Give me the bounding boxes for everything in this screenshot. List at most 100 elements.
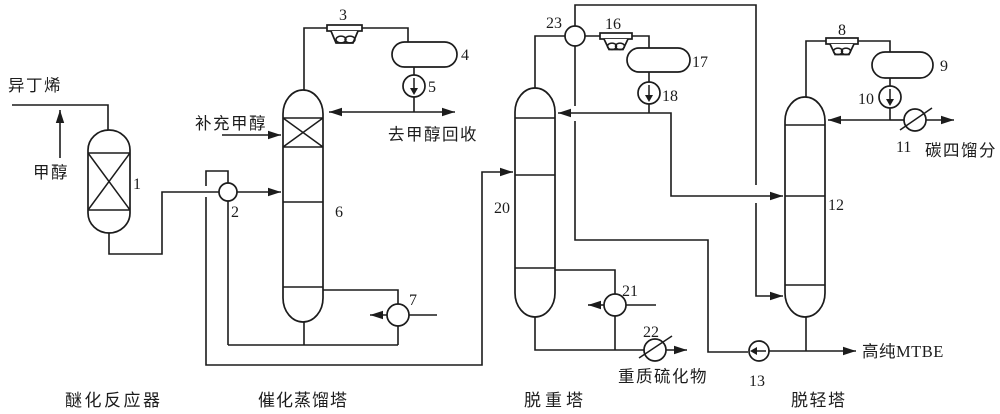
pump-18 — [637, 81, 661, 105]
condenser-3 — [326, 24, 363, 44]
label-to-methanol-recovery: 去甲醇回收 — [388, 125, 478, 144]
condenser-16-fan-left — [606, 42, 618, 51]
column-6-trays — [283, 201, 323, 288]
pump-23 — [564, 25, 586, 47]
pump-2-circle — [218, 182, 238, 202]
number-3: 3 — [339, 7, 347, 24]
pump-5 — [402, 74, 426, 98]
condenser-8-fan-right — [840, 47, 852, 56]
reboiler-21 — [603, 293, 627, 317]
column-12-trays — [785, 124, 825, 286]
number-16: 16 — [605, 16, 621, 33]
label-high-purity-mtbe: 高纯MTBE — [862, 342, 944, 361]
number-21: 21 — [622, 283, 638, 300]
piping — [12, 4, 954, 366]
pipe-column6-overhead — [303, 27, 415, 112]
caption-delights-column: 脱轻塔 — [791, 391, 847, 410]
condenser-16 — [599, 32, 633, 51]
pipe-jumpover-stub — [205, 170, 229, 186]
cooler-11-slash — [899, 107, 933, 131]
condenser-3-bar — [326, 24, 363, 32]
number-17: 17 — [692, 54, 708, 71]
caption-deheavies-column: 脱重塔 — [524, 391, 587, 410]
pipe-reboiler7-loop — [323, 289, 399, 345]
drum-17-shell — [626, 47, 691, 73]
column-6-vessel — [282, 89, 324, 323]
pipe-reactor-outlet — [108, 191, 219, 255]
stream-labels: 异丁烯 甲醇 补充甲醇 去甲醇回收 重质硫化物 碳四馏分 高纯MTBE — [8, 76, 997, 386]
label-methanol: 甲醇 — [33, 163, 69, 182]
drum-4-shell — [391, 41, 458, 68]
pipe-junction23-top-route — [574, 4, 757, 185]
condenser-3-fan-left — [335, 35, 347, 44]
cooler-11 — [899, 107, 933, 132]
pipe-feed-column12-lower — [755, 203, 783, 301]
reactor-1 — [87, 129, 131, 234]
reboiler-7-circle — [386, 303, 410, 327]
condenser-16-bar — [599, 32, 633, 40]
reflux-drum-17 — [626, 47, 691, 73]
pipe-isobutylene-feed — [12, 104, 109, 130]
number-9: 9 — [940, 58, 948, 75]
column-6 — [282, 89, 324, 323]
number-5: 5 — [428, 79, 436, 96]
reboiler-21-circle — [603, 293, 627, 317]
label-c4-fraction: 碳四馏分 — [925, 141, 997, 160]
pump-23-circle — [564, 25, 586, 47]
reboiler-7 — [386, 303, 410, 327]
pipe-reboiler21-loop — [555, 269, 616, 350]
number-12: 12 — [828, 197, 844, 214]
number-2: 2 — [231, 204, 239, 221]
condenser-16-fan-right — [614, 42, 626, 51]
condenser-8-fan-left — [832, 47, 844, 56]
pump-5-flow-arrow — [410, 88, 418, 95]
pipe-column20-bottoms — [534, 317, 644, 351]
pump-10 — [878, 85, 902, 109]
number-11: 11 — [896, 139, 911, 156]
condenser-3-fan-right — [344, 35, 356, 44]
column-12-vessel — [784, 96, 826, 318]
cooler-22 — [638, 335, 673, 362]
number-22: 22 — [643, 324, 659, 341]
number-18: 18 — [662, 88, 678, 105]
pipe-junction23-down-route — [574, 46, 748, 353]
pipe-feed-column12-upper — [649, 112, 783, 201]
equipment-captions: 醚化反应器 催化蒸馏塔 脱重塔 脱轻塔 — [65, 391, 847, 410]
pump-2 — [218, 182, 238, 202]
pump-13 — [748, 340, 770, 362]
number-20: 20 — [494, 200, 510, 217]
column-20-trays — [515, 117, 555, 269]
number-1: 1 — [133, 176, 141, 193]
reflux-drum-9 — [871, 51, 934, 79]
number-7: 7 — [409, 292, 417, 309]
cooler-22-slash — [638, 335, 673, 359]
drum-9-shell — [871, 51, 934, 79]
condenser-8 — [825, 37, 859, 56]
number-6: 6 — [335, 204, 343, 221]
column-20-vessel — [514, 87, 556, 318]
label-makeup-methanol: 补充甲醇 — [195, 114, 267, 133]
number-4: 4 — [461, 47, 469, 64]
label-isobutylene: 异丁烯 — [8, 76, 62, 95]
equipment-numbers: 1 2 3 4 5 6 7 8 9 10 11 12 13 16 17 18 2… — [133, 7, 948, 390]
number-10: 10 — [858, 91, 874, 108]
pipe-column20-overhead — [534, 35, 650, 113]
column-6-catalyst-bed — [282, 117, 324, 148]
pipe-column6-bottoms — [228, 322, 398, 346]
column-20 — [514, 87, 556, 318]
pipe-column12-overhead — [805, 40, 891, 120]
column-12 — [784, 96, 826, 318]
number-13: 13 — [749, 373, 765, 390]
reactor-1-bed — [87, 152, 131, 211]
pump-13-flow-arrow — [750, 347, 757, 355]
number-23: 23 — [546, 15, 562, 32]
reflux-drum-4 — [391, 41, 458, 68]
caption-catalytic-distillation-column: 催化蒸馏塔 — [258, 391, 348, 410]
pipe-feed-column20 — [205, 167, 513, 366]
label-heavy-sulfides: 重质硫化物 — [618, 367, 708, 386]
pump-10-flow-arrow — [886, 99, 894, 106]
caption-etherification-reactor: 醚化反应器 — [65, 391, 163, 410]
number-8: 8 — [838, 22, 846, 39]
